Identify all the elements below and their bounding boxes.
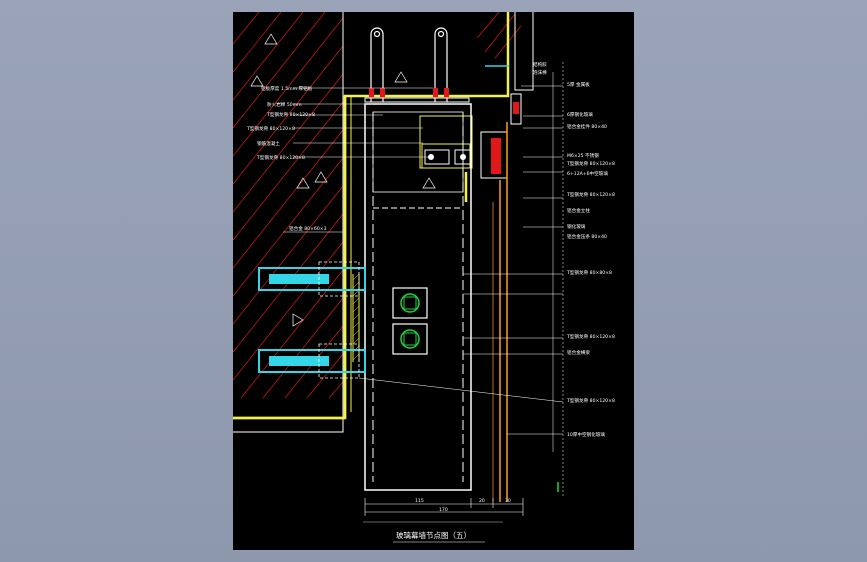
section-triangles [250, 33, 436, 327]
glazing-bolts [392, 287, 428, 355]
labels-left: 铝板厚度 1.5mm 厚铝板 防火岩棉 50mm T型钢龙骨 80×120×8 … [246, 85, 327, 232]
label-left-6: T型钢龙骨 80×120×8 [266, 111, 315, 118]
label-right-12: T型钢龙骨 80×80×8 [566, 269, 612, 276]
label-right-13: T型钢龙骨 80×120×8 [566, 333, 615, 340]
anchor-bolts [258, 261, 366, 379]
label-right-14: 铝合金横梁 [567, 349, 590, 356]
glass-panel-edge [480, 93, 522, 502]
label-right-5: M6×25 不锈钢 [567, 152, 599, 159]
curtain-wall-node-drawing: 铝板厚度 1.5mm 厚铝板 防火岩棉 50mm T型钢龙骨 80×120×8 … [233, 12, 615, 543]
label-right-0: 结构胶 [533, 61, 547, 68]
dim-3: 170 [439, 507, 448, 513]
hatched-strip [352, 273, 360, 361]
label-right-8: T型钢龙骨 80×120×8 [566, 191, 615, 198]
top-plate [364, 97, 470, 103]
label-right-4: 铝合金挂件 80×40 [567, 123, 607, 130]
label-right-3: 6厚钢化玻璃 [567, 111, 593, 118]
hook-welds [369, 88, 449, 98]
label-right-2: 5厚 金属板 [567, 81, 590, 88]
label-right-10: 钢化玻璃 [567, 223, 586, 230]
label-right-9: 铝合金立柱 [567, 207, 590, 214]
label-left-3: 钢筋混凝土 [257, 140, 280, 147]
main-column [364, 103, 472, 491]
dimension-text: 115 20 30 170 [415, 498, 511, 513]
label-right-11: 铝合金压条 80×40 [567, 233, 607, 240]
dim-1: 20 [479, 498, 485, 504]
slab-hatch [476, 12, 522, 59]
label-right-1: 泡沫棒 [533, 69, 547, 76]
label-left-5: 铝合金 80×60×3 [289, 225, 327, 232]
leader-lines [283, 62, 564, 496]
drawing-title: 玻璃幕墙节点图（五） [396, 530, 471, 540]
label-right-6: T型钢龙骨 80×120×8 [566, 160, 615, 167]
label-left-2: T型钢龙骨 80×120×8 [246, 125, 295, 132]
label-right-7: 6+12A+6中空玻璃 [567, 170, 608, 177]
yellow-thin [350, 96, 473, 412]
label-left-1: 防火岩棉 50mm [267, 101, 302, 108]
label-left-4: T型钢龙骨 80×120×8 [256, 154, 305, 161]
label-left-0: 铝板厚度 1.5mm 厚铝板 [261, 85, 313, 92]
label-right-16: 10厚中空钢化玻璃 [567, 431, 605, 438]
cad-drawing-viewport[interactable]: 铝板厚度 1.5mm 厚铝板 防火岩棉 50mm T型钢龙骨 80×120×8 … [233, 12, 634, 550]
dim-0: 115 [415, 498, 424, 504]
concrete-hatch [233, 12, 344, 399]
hanging-hooks [370, 27, 448, 102]
yellow-frame [233, 12, 510, 420]
labels-right: 结构胶 泡沫棒 5厚 金属板 6厚钢化玻璃 铝合金挂件 80×40 M6×25 … [533, 61, 615, 438]
concrete-outline [233, 12, 534, 433]
dimension-lines [363, 498, 524, 523]
label-right-15: T型钢龙骨 80×120×8 [566, 397, 615, 404]
dim-2: 30 [505, 498, 511, 504]
